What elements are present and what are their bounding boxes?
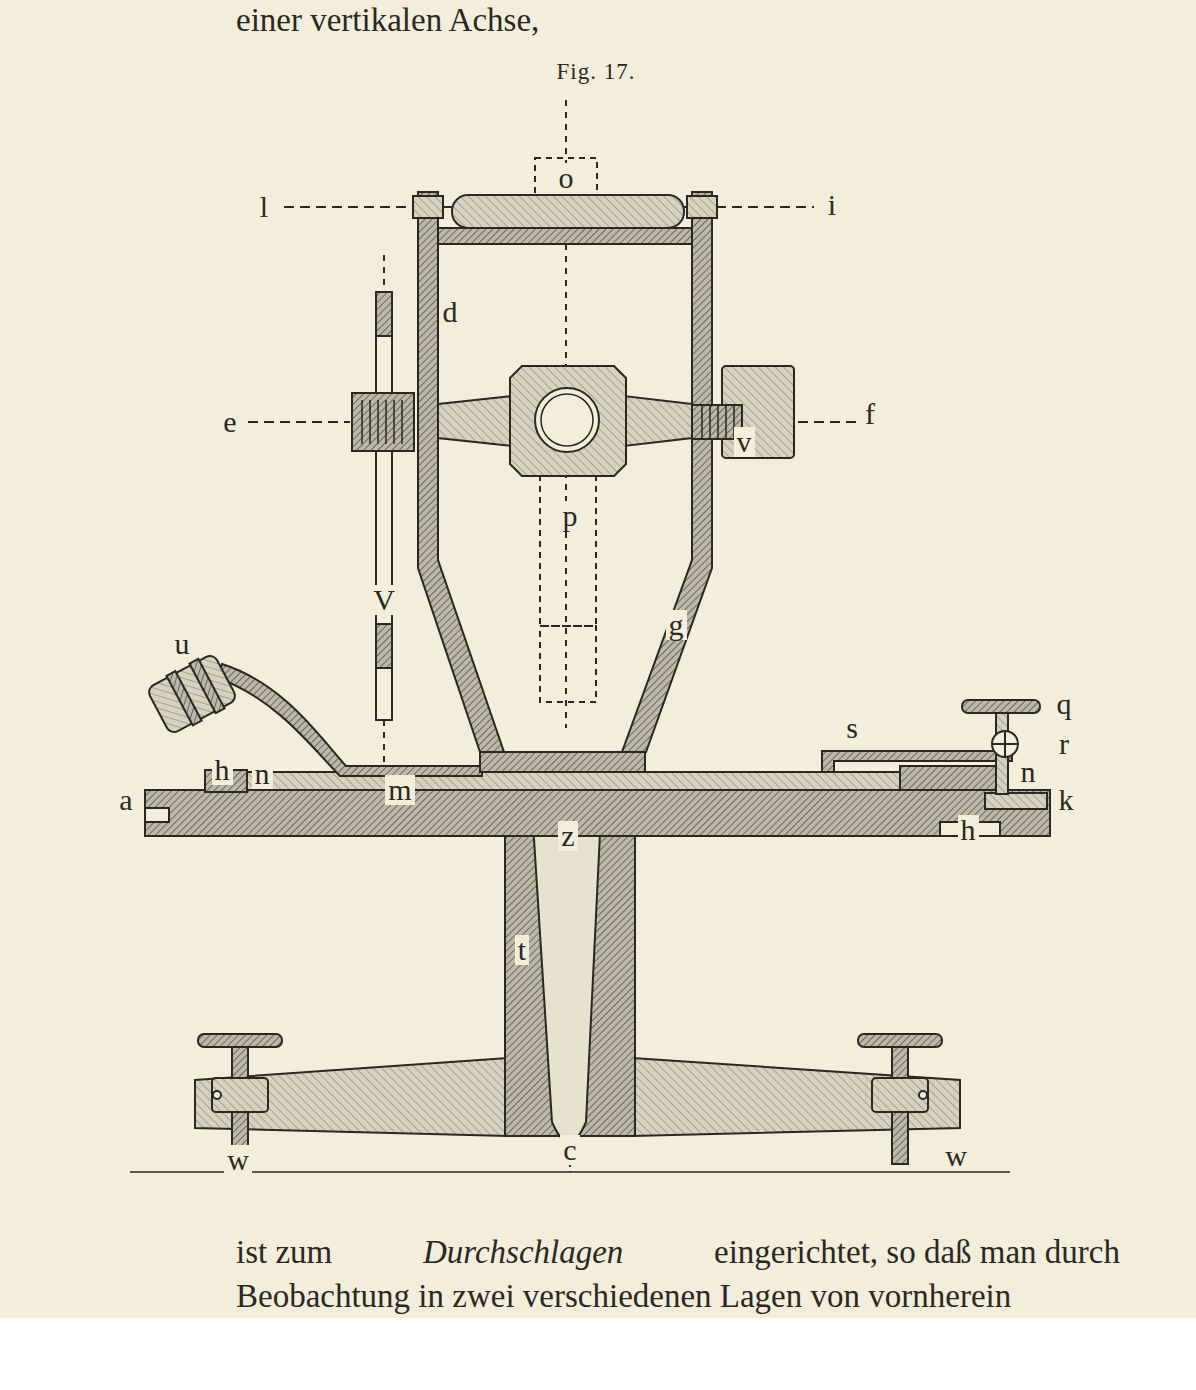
conical-pivot — [531, 792, 602, 1142]
part-letter: w — [224, 1145, 252, 1175]
standard — [413, 192, 717, 772]
part-letter: n — [252, 759, 273, 789]
screw-knob — [962, 700, 1040, 713]
part-letter: n — [1018, 757, 1039, 787]
axle-nut — [352, 393, 414, 451]
construction-lines — [145, 100, 1050, 1172]
axis-line — [383, 720, 385, 772]
part-letter: m — [385, 775, 414, 805]
clamp-screw — [985, 793, 1047, 809]
figure-title: Fig. 17. — [557, 59, 636, 85]
body-text: Beobachtung in zwei verschiedenen Lagen … — [236, 1278, 1011, 1316]
alidade-plate — [205, 772, 905, 790]
part-letter: p — [560, 501, 581, 531]
body-text: eingerichtet, so daß man durch — [714, 1234, 1120, 1272]
horizontal-circle — [145, 766, 1050, 836]
telescope-bore — [535, 388, 599, 452]
axle-arm — [438, 396, 512, 446]
part-letter: s — [843, 713, 861, 743]
scale-segment — [376, 292, 392, 336]
dotted-outline — [540, 626, 596, 702]
ground-line — [130, 1171, 1010, 1173]
level-tube — [452, 195, 684, 228]
microscope-band — [166, 671, 201, 725]
vernier-block — [900, 766, 1000, 790]
plate-notch — [145, 808, 169, 822]
part-letter: e — [220, 407, 239, 437]
screw-head — [992, 731, 1018, 757]
part-letter: h — [212, 755, 233, 785]
standard-arm — [622, 192, 712, 752]
body-text: einer vertikalen Achse, — [236, 2, 539, 40]
standard-foot — [480, 752, 645, 772]
horizontal-axis — [352, 366, 794, 476]
post-cap — [687, 196, 717, 218]
page-margin — [0, 1318, 1196, 1390]
levelling-screws — [198, 1034, 942, 1164]
microscope — [145, 651, 482, 776]
rivet — [213, 1091, 221, 1099]
dotted-outline — [540, 476, 596, 626]
part-letter: f — [862, 399, 878, 429]
part-letter: V — [370, 585, 398, 615]
microscope-band — [189, 659, 224, 713]
body-text: ist zum — [236, 1234, 332, 1272]
part-letter: k — [1056, 785, 1077, 815]
axis-line — [798, 421, 856, 423]
scale-segment — [376, 624, 392, 668]
scale-bar — [376, 292, 392, 720]
body-text: Durchschlagen — [423, 1234, 623, 1272]
center-block — [510, 366, 626, 476]
part-letter: h — [958, 815, 979, 845]
part-letter: i — [825, 190, 839, 220]
crossbar — [438, 228, 692, 244]
axis-line — [248, 421, 350, 423]
screw-nut — [872, 1078, 928, 1112]
part-letter: o — [556, 163, 577, 193]
screw-knob — [198, 1034, 282, 1047]
screw-cross — [1004, 731, 1006, 757]
part-letter: q — [1054, 689, 1075, 719]
part-letter: r — [1056, 729, 1072, 759]
part-letter: v — [734, 427, 755, 457]
screw-nut — [212, 1078, 268, 1112]
post-cap — [413, 196, 443, 218]
telescope-bore — [541, 394, 593, 446]
clamp-assembly — [822, 700, 1040, 794]
part-letter: a — [116, 785, 135, 815]
clamp-arm — [822, 751, 1012, 772]
part-letter: c — [560, 1135, 579, 1165]
limb-plate — [145, 790, 1050, 836]
part-letter: t — [515, 935, 529, 965]
part-letter: w — [942, 1141, 970, 1171]
rivet — [919, 1091, 927, 1099]
axis-line — [383, 255, 385, 292]
axle-arm — [624, 396, 692, 446]
part-letter: g — [666, 610, 687, 640]
vertical-circle — [376, 292, 392, 720]
part-letter: l — [257, 192, 271, 222]
microscope-tube — [146, 653, 238, 735]
part-letter: u — [172, 629, 193, 659]
part-letter: z — [558, 821, 577, 851]
screw-knob — [858, 1034, 942, 1047]
standard-arm — [418, 192, 504, 752]
tripod-base — [130, 792, 1010, 1172]
part-letter: d — [440, 297, 461, 327]
